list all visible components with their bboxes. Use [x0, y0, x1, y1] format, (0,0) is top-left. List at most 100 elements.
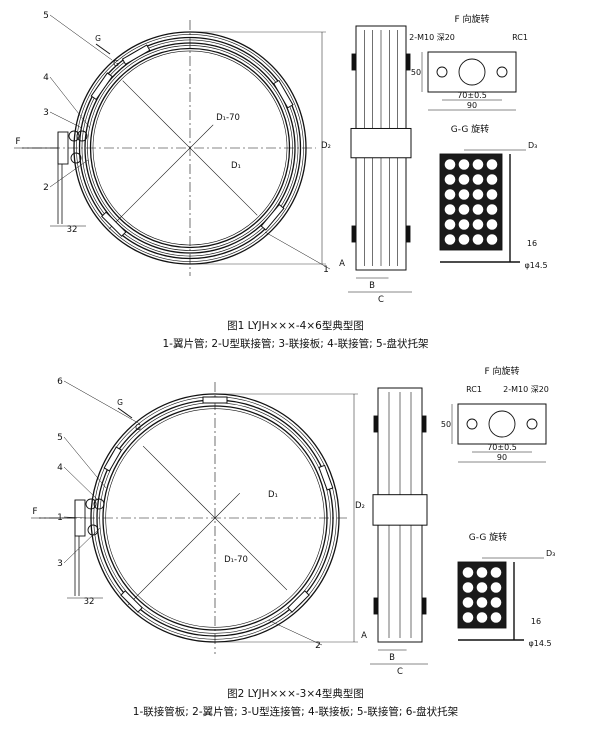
gg-tube-hole	[458, 204, 470, 215]
dim-b-label: B	[389, 653, 395, 663]
gg-tube-hole	[444, 174, 456, 185]
callout-leader	[267, 619, 323, 646]
gg-tube-hole	[476, 612, 488, 623]
gg-tube-hole	[444, 159, 456, 170]
gg-tube-hole	[490, 567, 502, 578]
callout-leader	[63, 380, 141, 425]
side-view-clamp	[421, 597, 427, 615]
gg-tube-hole	[472, 219, 484, 230]
dim-32-label: 32	[67, 225, 78, 235]
flange-rc1-label: RC1	[512, 33, 528, 42]
dim-d2-label: D₂	[321, 141, 331, 151]
dim-70-label: 70±0.5	[487, 443, 517, 452]
section-g-label: G	[113, 59, 119, 68]
flange-bolt-hole	[496, 66, 508, 78]
dim-b-label: B	[369, 281, 375, 291]
side-view-clamp	[405, 225, 411, 243]
gg-tube-hole	[458, 234, 470, 245]
flange-tap-label: 2-M10 深20	[409, 33, 455, 42]
u-bend-pipe	[70, 152, 82, 164]
dim-d1-label: D₁	[268, 490, 278, 500]
gg-tube-hole	[444, 189, 456, 200]
flange-center-port	[488, 410, 516, 438]
gg-tube-hole	[462, 567, 474, 578]
gg-tube-hole	[458, 159, 470, 170]
gg-tube-hole	[490, 612, 502, 623]
dim-f-label: F	[32, 507, 37, 517]
callout-leader	[63, 466, 99, 501]
gg-tube-hole	[458, 189, 470, 200]
gg-tube-hole	[490, 597, 502, 608]
section-g-label: G	[135, 423, 141, 432]
flange-plate	[427, 51, 517, 93]
figure-2-caption: 图2 LYJH×××-3×4型典型图	[227, 688, 364, 700]
side-view-header-block	[350, 127, 412, 159]
flange-rc1-label: RC1	[466, 385, 482, 394]
dim-d1-label: D₁	[231, 161, 241, 171]
dim-f-label: F	[15, 137, 20, 147]
callout-leader	[49, 111, 83, 129]
callout-leader	[264, 231, 331, 270]
flange-view-title: F 向旋转	[484, 365, 519, 377]
callout-number: 3	[43, 108, 49, 118]
bracket-clamp	[202, 396, 228, 404]
dim-16-label: 16	[531, 617, 541, 626]
gg-tube-hole	[476, 582, 488, 593]
bracket-clamp	[103, 446, 123, 472]
section-g-mark	[95, 43, 111, 55]
connector-pipe	[68, 130, 80, 142]
callout-leader	[49, 159, 89, 188]
gg-tube-hole	[486, 174, 498, 185]
side-view-clamp	[421, 415, 427, 433]
bracket-clamp	[120, 590, 143, 613]
dim-a-label: A	[361, 631, 367, 641]
callout-number: 1	[57, 513, 63, 523]
gg-tube-bundle	[439, 153, 503, 251]
dim-90-label: 90	[497, 453, 507, 462]
bracket-clamp	[260, 203, 285, 231]
gg-view-title: G-G 旋转	[451, 123, 489, 135]
gg-tube-hole	[444, 204, 456, 215]
section-g-mark	[117, 407, 133, 419]
gg-tube-hole	[472, 204, 484, 215]
dim-d2-label: D₂	[355, 501, 365, 511]
dim-phi-label: φ14.5	[528, 639, 551, 648]
gg-tube-hole	[458, 219, 470, 230]
dim-d1-70-label: D₁-70	[224, 555, 248, 565]
callout-number: 4	[43, 73, 49, 83]
callout-number: 5	[43, 11, 49, 21]
side-view-header-block	[372, 494, 428, 526]
gg-tube-hole	[472, 189, 484, 200]
diameter-line	[127, 492, 241, 606]
flange-bolt-hole	[526, 418, 538, 430]
figure-1-legend: 1-翼片管; 2-U型联接管; 3-联接板; 4-联接管; 5-盘状托架	[162, 338, 429, 350]
gg-tube-hole	[444, 234, 456, 245]
callout-number: 3	[57, 559, 63, 569]
side-view-clamp	[351, 225, 357, 243]
callout-number: 1	[323, 265, 329, 275]
bracket-clamp	[273, 79, 294, 109]
gg-tube-hole	[490, 582, 502, 593]
side-view-clamp	[351, 53, 357, 71]
callout-number: 5	[57, 433, 63, 443]
gg-tube-hole	[462, 612, 474, 623]
callout-number: 6	[57, 377, 63, 387]
figure-2-legend: 1-联接管板; 2-翼片管; 3-U型连接管; 4-联接板; 5-联接管; 6-…	[132, 706, 459, 718]
bracket-clamp	[318, 464, 334, 491]
connector-pipe	[76, 130, 88, 142]
gg-tube-hole	[486, 189, 498, 200]
bracket-clamp	[101, 211, 127, 237]
gg-tube-hole	[476, 597, 488, 608]
flange-center-port	[458, 58, 486, 86]
dim-phi-label: φ14.5	[524, 261, 547, 270]
dim-d3-label: D₃	[528, 141, 537, 150]
gg-tube-hole	[486, 159, 498, 170]
dim-50-label: 50	[411, 68, 421, 77]
flange-bolt-hole	[466, 418, 478, 430]
gg-tube-hole	[476, 567, 488, 578]
gg-tube-hole	[462, 582, 474, 593]
section-g-label: G	[95, 34, 101, 43]
